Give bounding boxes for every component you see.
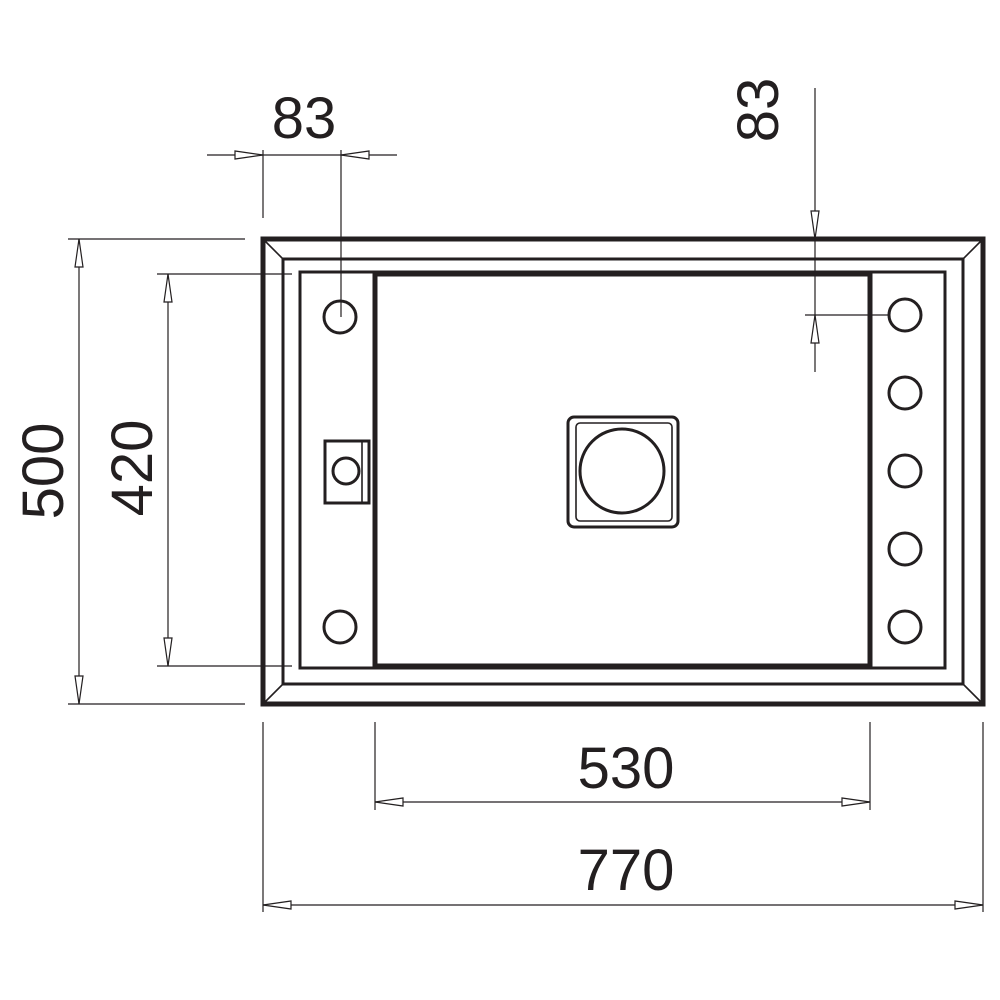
drain-square (566, 415, 680, 529)
dimension-overall-width: 770 (262, 722, 984, 912)
tap-holes (322, 297, 923, 645)
bevel-corner-bl (262, 683, 284, 705)
tap-hole-right-1 (887, 297, 923, 333)
drain (566, 415, 680, 529)
overflow-box (323, 439, 371, 505)
outer-rim (260, 236, 986, 707)
dimension-bowl-depth: 420 (100, 273, 292, 667)
dim-label-420: 420 (100, 420, 165, 517)
dimension-bowl-width: 530 (374, 722, 871, 810)
dim-label-530: 530 (578, 736, 675, 801)
deck-border (298, 270, 947, 670)
dim-label-770: 770 (578, 838, 675, 903)
bevel-corner-tl (262, 238, 284, 260)
drain-circle (578, 427, 666, 515)
tap-hole-right-4 (887, 531, 923, 567)
tap-hole-left-bottom (322, 609, 358, 645)
dimension-tap-offset-x: 83 (207, 86, 397, 317)
overflow (323, 439, 371, 505)
tap-hole-right-3 (887, 453, 923, 489)
tap-hole-right-2 (887, 375, 923, 411)
rim-bevel-inner (281, 257, 965, 686)
bevel-corner-br (962, 683, 984, 705)
bevel-corner-tr (962, 238, 984, 260)
overflow-circle (331, 456, 361, 486)
sink-outline (260, 236, 986, 707)
dim-label-500: 500 (11, 423, 76, 520)
tap-hole-left-top (322, 299, 358, 335)
dim-label-83-vertical: 83 (726, 78, 791, 143)
dim-label-83-horizontal: 83 (272, 86, 337, 151)
drain-square-inner (575, 422, 673, 522)
tap-hole-right-5 (887, 609, 923, 645)
dimension-overall-depth: 500 (11, 238, 245, 705)
dimension-tap-offset-y: 83 (726, 78, 888, 372)
